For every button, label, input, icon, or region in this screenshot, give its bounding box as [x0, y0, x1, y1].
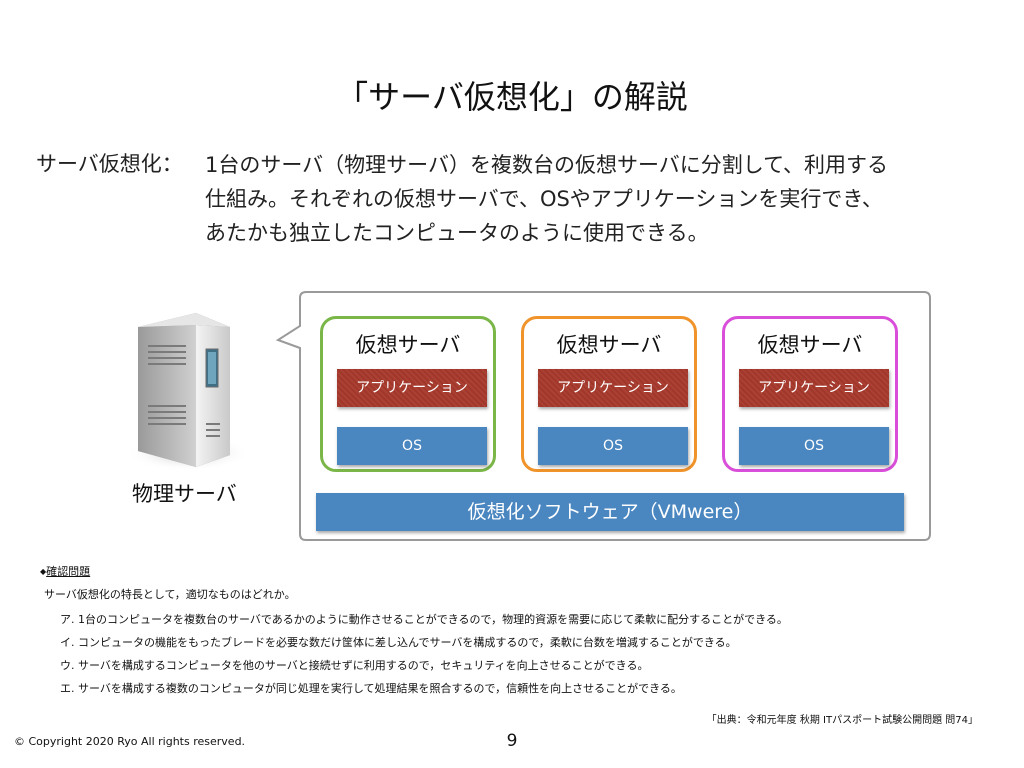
virtual-server-title: 仮想サーバ — [757, 333, 863, 357]
definition-line: あたかも独立したコンピュータのように使用できる。 — [205, 221, 709, 245]
application-box: アプリケーション — [337, 369, 487, 407]
page-number: 9 — [506, 731, 518, 751]
quiz-choice: ウ. サーバを構成するコンピュータを他のサーバと接続せずに利用するので，セキュリ… — [60, 659, 649, 672]
quiz-choice: エ. サーバを構成する複数のコンピュータが同じ処理を実行して処理結果を照合するの… — [60, 682, 682, 695]
diamond-bullet-icon: ◆ — [40, 567, 47, 576]
quiz-question: サーバ仮想化の特長として，適切なものはどれか。 — [44, 588, 296, 601]
virtual-server-title: 仮想サーバ — [556, 333, 662, 357]
os-box: OS — [538, 427, 688, 465]
application-box: アプリケーション — [739, 369, 889, 407]
quiz-heading-text: 確認問題 — [46, 565, 91, 578]
os-box: OS — [739, 427, 889, 465]
application-box: アプリケーション — [538, 369, 688, 407]
quiz-choice: ア. 1台のコンピュータを複数台のサーバであるかのように動作させることができるの… — [60, 613, 788, 626]
virtual-server-3: 仮想サーバ アプリケーション OS — [722, 316, 898, 472]
definition-line: 1台のサーバ（物理サーバ）を複数台の仮想サーバに分割して、利用する — [205, 153, 889, 177]
virtual-server-1: 仮想サーバ アプリケーション OS — [320, 316, 496, 472]
copyright: © Copyright 2020 Ryo All rights reserved… — [14, 735, 246, 748]
quiz-choice: イ. コンピュータの機能をもったブレードを必要な数だけ筐体に差し込んでサーバを構… — [60, 636, 737, 649]
virtualization-software-bar: 仮想化ソフトウェア（VMwere） — [316, 493, 904, 531]
definition-label: サーバ仮想化： — [36, 152, 183, 176]
source-citation: 「出典：令和元年度 秋期 ITパスポート試験公開問題 問74」 — [706, 715, 978, 726]
definition-line: 仕組み。それぞれの仮想サーバで、OSやアプリケーションを実行でき、 — [205, 187, 883, 211]
physical-server-label: 物理サーバ — [132, 482, 237, 506]
virtual-server-title: 仮想サーバ — [355, 333, 461, 357]
virtual-server-2: 仮想サーバ アプリケーション OS — [521, 316, 697, 472]
slide-title: 「サーバ仮想化」の解説 — [336, 78, 688, 116]
definition-text: 1台のサーバ（物理サーバ）を複数台の仮想サーバに分割して、利用する 仕組み。それ… — [205, 148, 995, 250]
quiz-heading: ◆確認問題 — [40, 563, 90, 579]
quiz-choices: ア. 1台のコンピュータを複数台のサーバであるかのように動作させることができるの… — [60, 608, 788, 700]
server-tower-icon — [126, 313, 250, 471]
os-box: OS — [337, 427, 487, 465]
